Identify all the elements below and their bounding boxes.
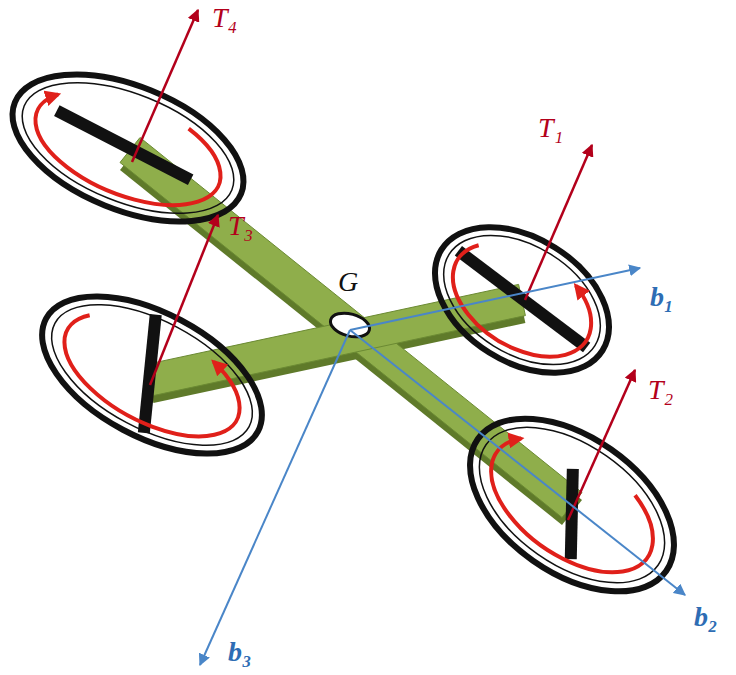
thrust-label: T₁ xyxy=(538,114,563,142)
rotor xyxy=(409,197,636,403)
thrust-label: T₄ xyxy=(212,4,237,32)
center-of-mass-label: G xyxy=(338,268,358,296)
rotor xyxy=(0,45,264,251)
thrust-arrows xyxy=(132,10,635,520)
body-axes xyxy=(200,268,685,665)
thrust-label: T₂ xyxy=(648,376,673,404)
axis-label: b₂ xyxy=(694,603,718,631)
rotor xyxy=(17,264,287,486)
axis-label: b₃ xyxy=(228,638,252,666)
axis-label: b₁ xyxy=(650,283,674,311)
thrust-label: T₃ xyxy=(228,212,253,240)
